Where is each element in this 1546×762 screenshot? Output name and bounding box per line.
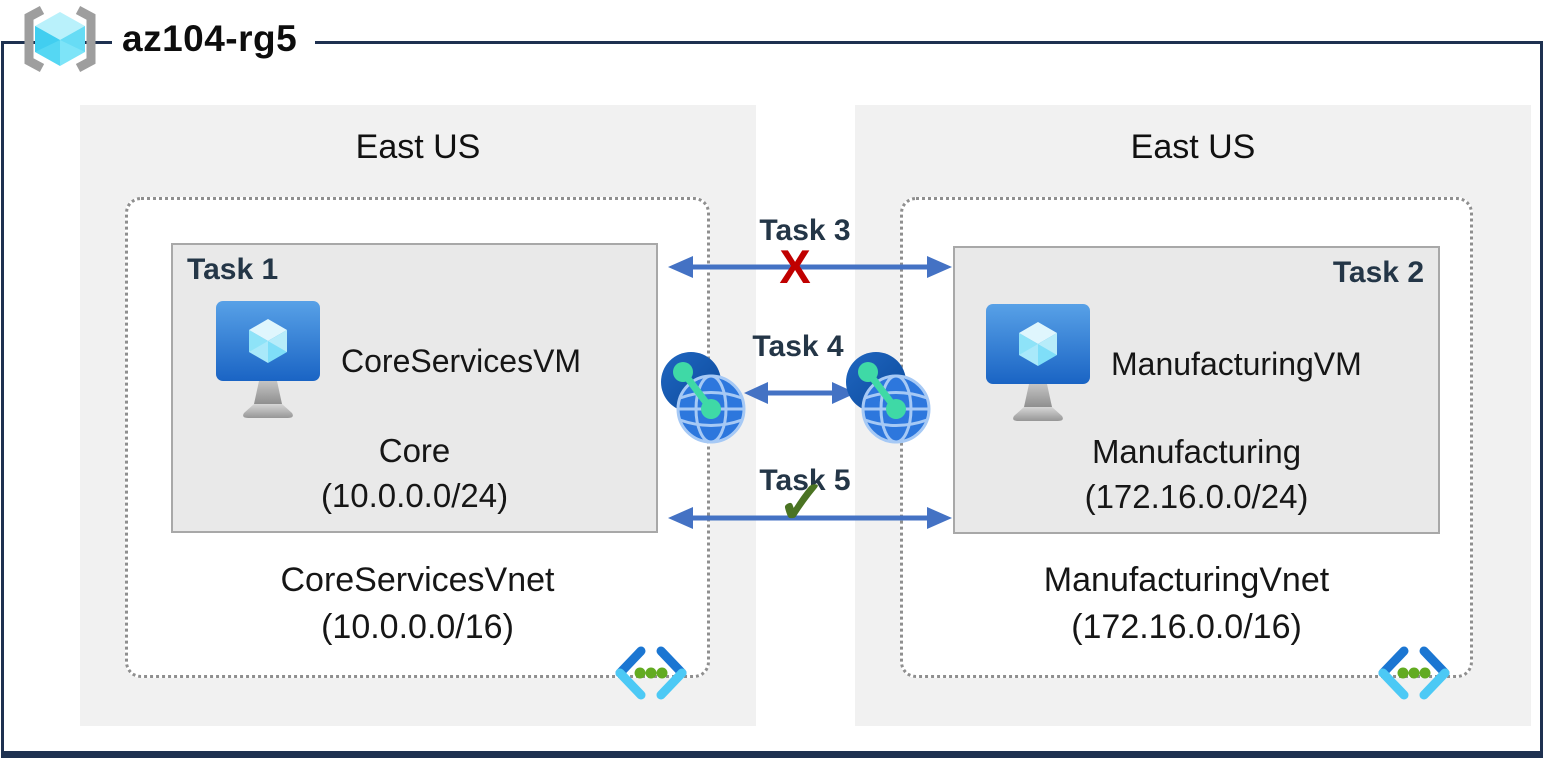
task-2-label: Task 2 [1332,256,1424,289]
vm-name: ManufacturingVM [1111,345,1362,382]
virtual-machine-icon [216,301,320,418]
task-3-label: Task 3 [759,214,851,247]
vnet-name: CoreServicesVnet [280,561,555,600]
task-5-label: Task 5 [759,464,851,497]
blocked-x-icon: X [779,240,811,293]
allowed-check-icon: ✓ [776,469,828,536]
subnet-name: Manufacturing (172.16.0.0/24) [955,429,1438,520]
subnet-cidr: (172.16.0.0/24) [1084,478,1309,516]
region-title: East US [1130,128,1256,166]
resource-group-badge: az104-rg5 [8,5,316,73]
subnet-cidr: (10.0.0.0/24) [320,477,509,515]
vnet-name: ManufacturingVnet [1043,561,1330,600]
manufacturing-vnet-box: Task 2 ManufacturingVM Manufacturing (17… [900,197,1473,700]
region-east-us-right: East US Task 2 ManufacturingVM Manufactu… [855,105,1531,726]
virtual-network-icon [1378,646,1450,700]
vnet-cidr: (10.0.0.0/16) [321,608,514,647]
task-4-label: Task 4 [752,330,844,363]
subnet-name: Core (10.0.0.0/24) [173,428,656,519]
task-1-label: Task 1 [187,253,279,286]
resource-group-title: az104-rg5 [112,5,316,73]
core-services-vnet-box: Task 1 CoreServicesVM Core (10.0.0.0/24) [125,197,710,700]
resource-group-frame [1,41,1543,758]
core-subnet-box: Task 1 CoreServicesVM Core (10.0.0.0/24) [171,243,658,533]
subnet-name-text: Manufacturing [1091,432,1302,470]
region-title: East US [355,128,481,166]
vm-row: ManufacturingVM [985,303,1362,425]
vm-row: CoreServicesVM [215,300,581,422]
manufacturing-subnet-box: Task 2 ManufacturingVM Manufacturing (17… [953,246,1440,534]
vm-name: CoreServicesVM [341,342,582,379]
vnet-label: ManufacturingVnet (172.16.0.0/16) [903,557,1470,651]
task-3-arrow [668,256,952,278]
virtual-machine-icon [986,304,1090,421]
resource-group-icon [24,6,96,72]
subnet-name-text: Core [378,431,451,469]
vnet-cidr: (172.16.0.0/16) [1071,608,1302,647]
virtual-network-icon [615,646,687,700]
task-5-arrow [668,507,952,529]
vnet-peering-icon [846,352,931,444]
region-east-us-left: East US Task 1 CoreServicesVM Core [80,105,756,726]
vnet-peering-icon [661,352,746,444]
task-4-arrow [744,382,856,404]
vnet-label: CoreServicesVnet (10.0.0.0/16) [128,557,707,651]
